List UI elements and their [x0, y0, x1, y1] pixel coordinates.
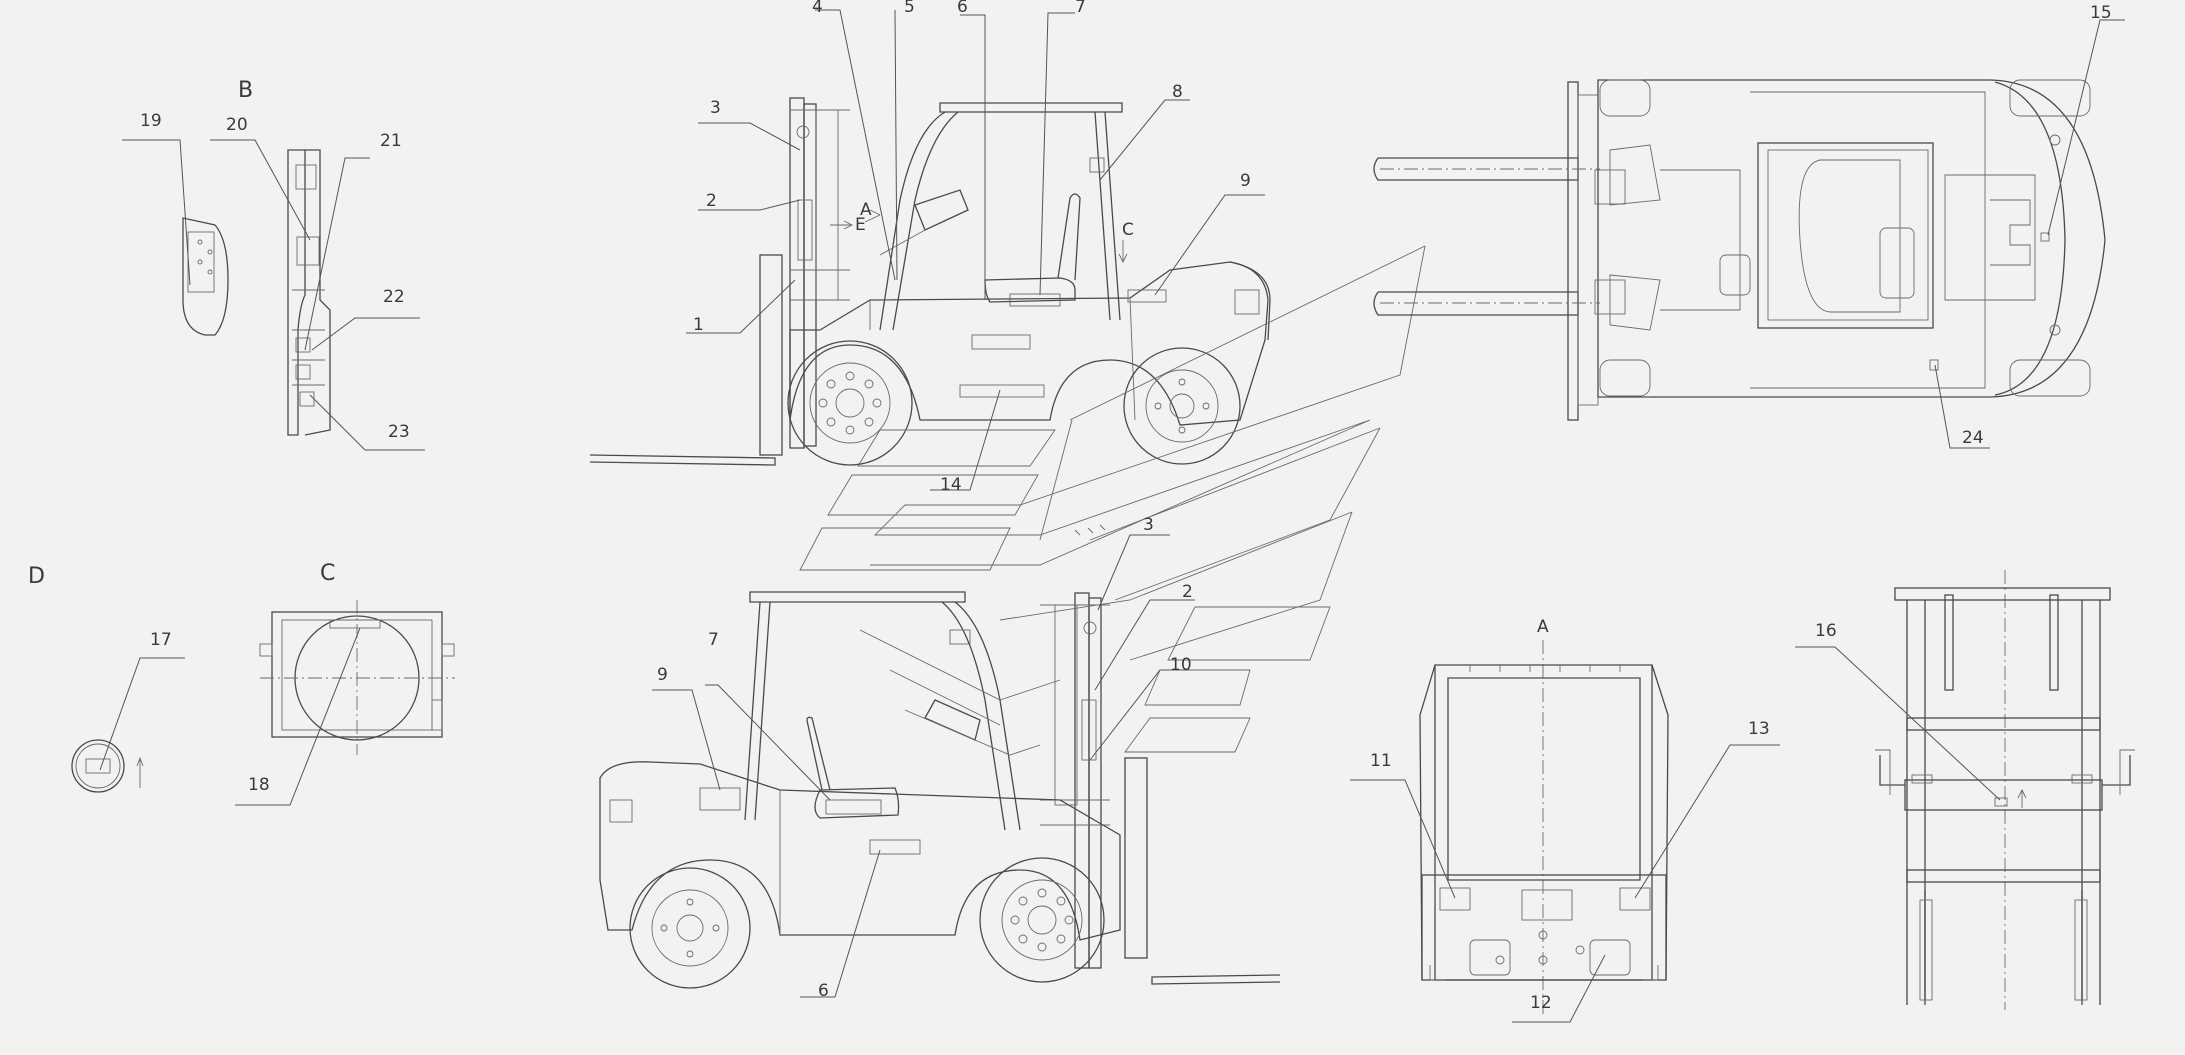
callout-6-lower: 6	[818, 981, 829, 1001]
view-d-detail: D	[28, 564, 144, 793]
view-label-c: C	[320, 561, 335, 586]
callout-numbers: 19 20 21 22 23 17 18 3 2 1 4 5 6 7 8 9 1…	[140, 0, 2112, 1013]
callout-1: 1	[693, 315, 704, 335]
callout-9-lower: 9	[657, 665, 668, 685]
view-label-a: A	[1537, 617, 1549, 637]
callout-7-lower: 7	[708, 630, 719, 650]
callout-2-lower: 2	[1182, 582, 1193, 602]
stripe-decal-graphics	[799, 245, 1426, 756]
callout-23: 23	[388, 422, 410, 442]
callout-14: 14	[940, 475, 962, 495]
view-b-detail: B	[182, 78, 331, 436]
forklift-front-view-a: A	[1419, 617, 1669, 1015]
callout-16: 16	[1815, 621, 1837, 641]
callout-17: 17	[150, 630, 172, 650]
forklift-rear-view	[1875, 570, 2135, 1010]
callout-10: 10	[1170, 655, 1192, 675]
callout-19: 19	[140, 111, 162, 131]
view-label-b: B	[238, 78, 253, 103]
forklift-right-side-view	[599, 591, 1281, 989]
callout-13: 13	[1748, 719, 1770, 739]
callout-9: 9	[1240, 171, 1251, 191]
callout-6: 6	[957, 0, 968, 17]
view-arrow-c: C	[1122, 220, 1134, 240]
view-label-d: D	[28, 564, 45, 589]
view-arrow-e: E	[855, 215, 866, 235]
callout-12: 12	[1530, 993, 1552, 1013]
callout-7: 7	[1075, 0, 1086, 17]
callout-24: 24	[1962, 428, 1984, 448]
callout-15: 15	[2090, 3, 2112, 23]
callout-21: 21	[380, 131, 402, 151]
view-arrow-a: A	[860, 200, 872, 220]
view-c-detail: C	[259, 561, 455, 755]
callout-20: 20	[226, 115, 248, 135]
callout-3: 3	[710, 98, 721, 118]
callout-2: 2	[706, 191, 717, 211]
callout-11: 11	[1370, 751, 1392, 771]
callout-3-lower: 3	[1143, 515, 1154, 535]
callout-22: 22	[383, 287, 405, 307]
leader-lines	[99, 9, 2125, 1023]
callout-4: 4	[812, 0, 823, 17]
callout-8: 8	[1172, 82, 1183, 102]
forklift-left-side-view: A C E	[589, 97, 1271, 466]
callout-18: 18	[248, 775, 270, 795]
forklift-top-view	[1373, 79, 2106, 421]
callout-5: 5	[904, 0, 915, 17]
